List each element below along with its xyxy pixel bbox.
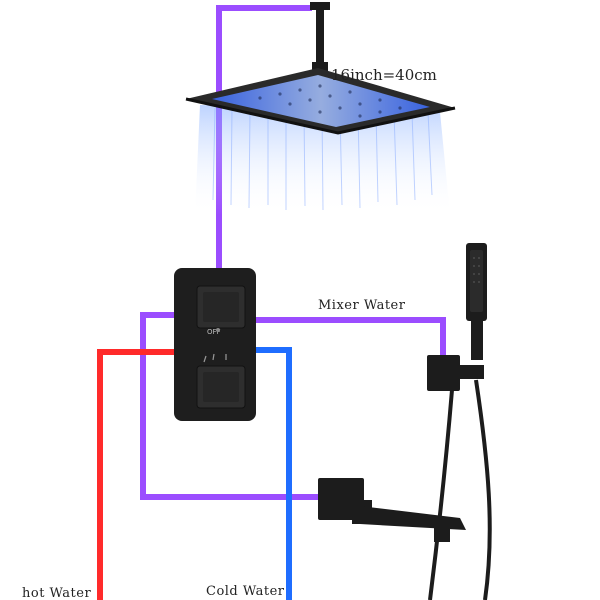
- tub-spout: [360, 506, 466, 530]
- ceiling-flange: [310, 2, 330, 10]
- hot-water-label: hot Water: [22, 586, 91, 600]
- diverter-handle-face: [203, 292, 239, 322]
- hand-shower-nozzles: [473, 257, 480, 283]
- spout-outlet: [434, 528, 450, 542]
- valve-indicator-dot: [216, 328, 220, 332]
- valve-off-label: OFF: [207, 328, 221, 336]
- hand-shower-face: [470, 250, 483, 312]
- shower-head-led-panel: [212, 75, 430, 127]
- size-label: 16inch=40cm: [331, 66, 437, 84]
- temperature-handle-face: [203, 372, 239, 402]
- cold-water-pipe: [255, 347, 292, 600]
- shower-hose-return: [474, 379, 492, 600]
- ceiling-arm: [316, 8, 324, 76]
- shower-hose: [428, 389, 454, 600]
- hand-shower-grip: [471, 320, 483, 360]
- mixer-water-label: Mixer Water: [318, 298, 406, 313]
- cold-water-label: Cold Water: [206, 584, 285, 599]
- holder-arm: [458, 365, 484, 379]
- arm-connector: [312, 62, 328, 72]
- hot-water-pipe: [97, 349, 175, 600]
- temperature-scale-marks: [203, 353, 227, 363]
- wall-outlet-holder: [427, 355, 460, 391]
- shower-head-nozzles: [258, 84, 402, 118]
- shower-head-rim: [185, 97, 456, 135]
- mixer-pipe-to-spout: [140, 312, 322, 500]
- mixer-pipe-to-hand-shower: [255, 317, 446, 360]
